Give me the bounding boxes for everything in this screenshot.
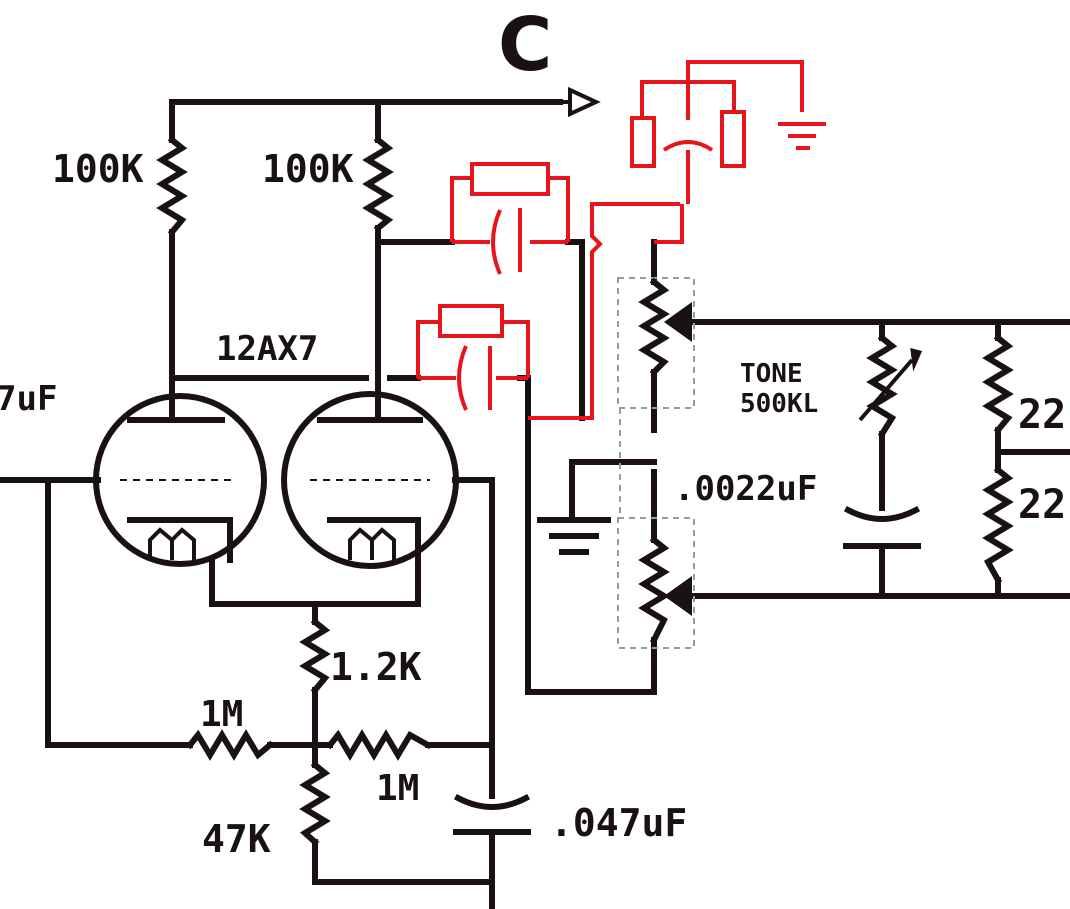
tone-capacitor-label: .0022uF (674, 469, 817, 509)
tube-left-icon (93, 375, 267, 567)
resistor-plate-left-label: 100K (52, 147, 144, 191)
resistor-right-top (982, 333, 1014, 435)
tone-label: TONE (740, 359, 803, 389)
black-wiring (0, 99, 1070, 909)
resistor-feedback-1 (185, 729, 275, 761)
ground-icon (537, 517, 611, 555)
feedback-resistor-2-label: 1M (376, 768, 419, 809)
feedback-resistor-1-label: 1M (200, 694, 243, 735)
resistor-feedback-2 (325, 729, 433, 761)
tube-label: 12AX7 (216, 329, 318, 369)
tone-value-label: 500KL (740, 389, 818, 419)
resistor-cathode (299, 617, 331, 695)
resistor-47k (299, 760, 331, 847)
resistor-plate-right-label: 100K (262, 147, 354, 191)
right-top-resistor-label: 22 (1018, 392, 1066, 438)
resistor-right-bottom (982, 465, 1014, 585)
cathode-resistor-label: 1.2K (330, 645, 422, 689)
ground-resistor-label: 47K (202, 817, 271, 861)
node-c-label: C (498, 2, 552, 88)
right-bottom-resistor-label: 22 (1018, 482, 1066, 528)
red-modification (416, 60, 826, 420)
dual-potentiometer (617, 277, 695, 649)
resistor-plate-left (156, 135, 188, 237)
bottom-capacitor-label: .047uF (550, 801, 687, 845)
input-capacitor-label: 7uF (0, 379, 57, 419)
node-c-arrow (560, 86, 601, 118)
tube-right-icon (281, 391, 459, 569)
resistor-plate-right (362, 135, 394, 233)
capacitor-047 (453, 793, 531, 835)
capacitor-tone (843, 505, 921, 549)
tone-potentiometer (858, 333, 923, 439)
